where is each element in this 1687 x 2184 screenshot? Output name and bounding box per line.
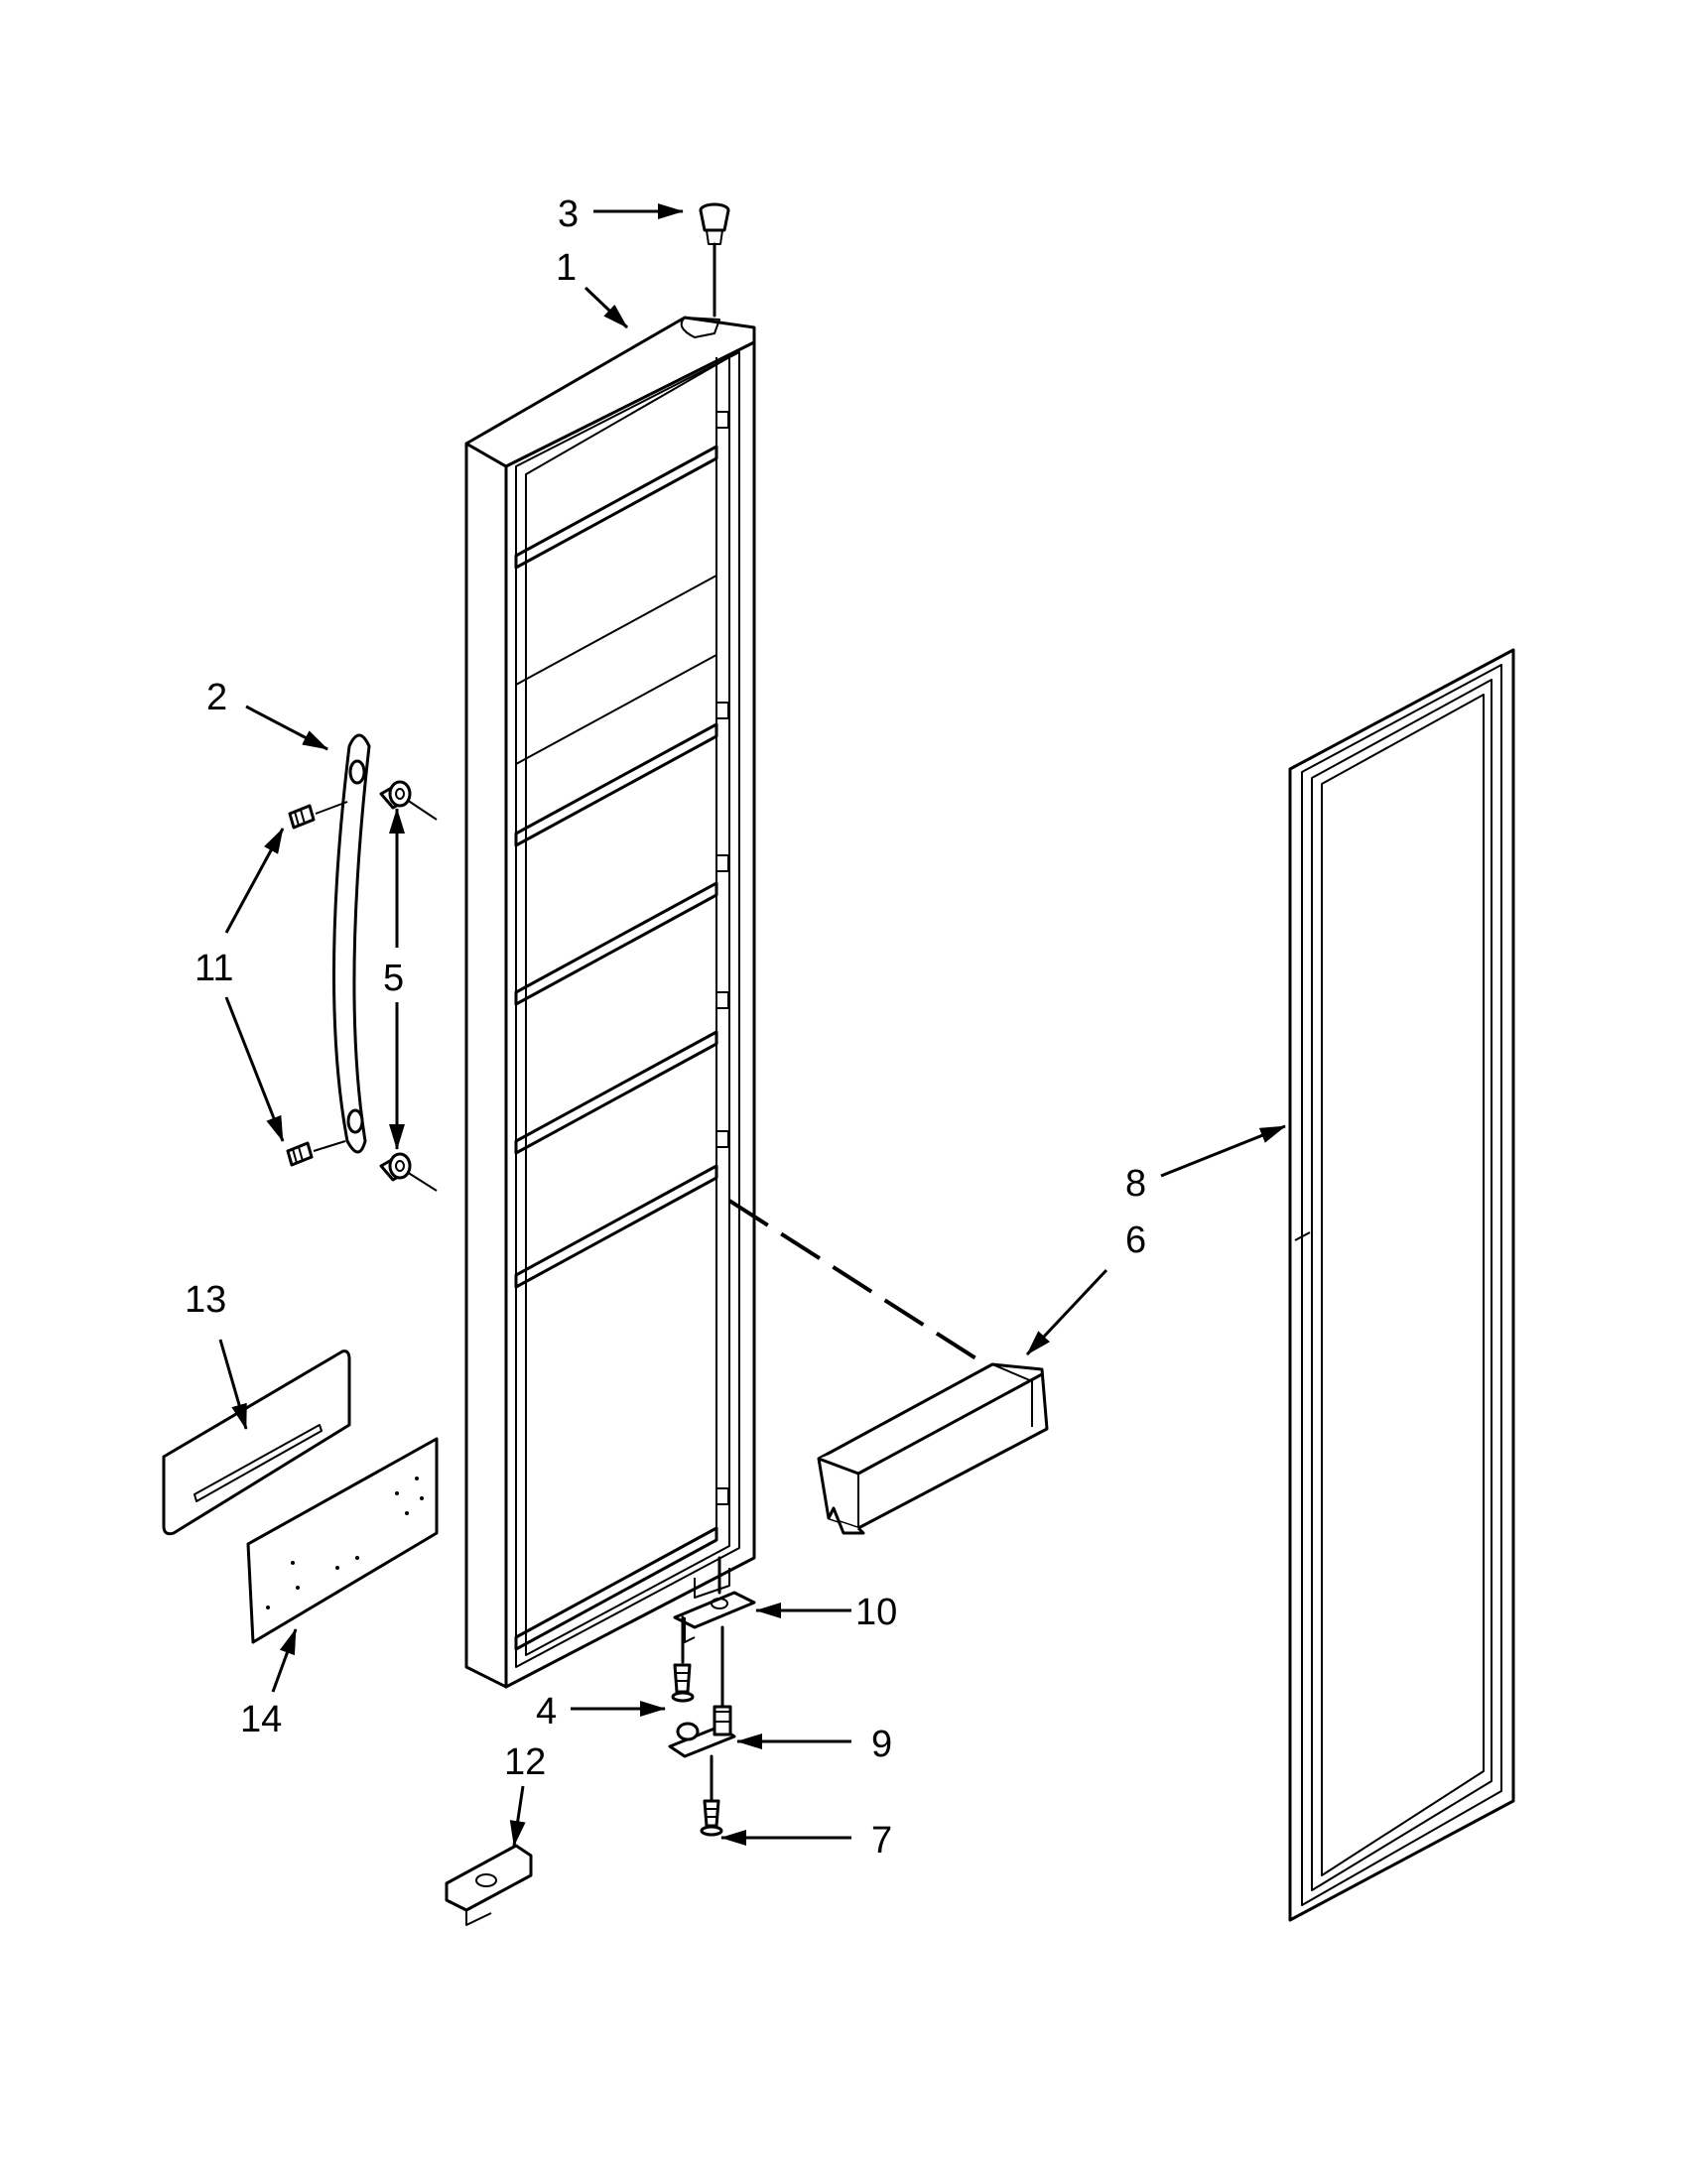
callout-8: 8 — [1125, 1163, 1146, 1205]
hinge-shim — [673, 1556, 756, 1643]
callout-9: 9 — [871, 1724, 892, 1765]
callout-11: 11 — [195, 948, 233, 989]
spacer-top — [379, 780, 438, 821]
callout-10: 10 — [855, 1592, 897, 1633]
set-screw-bottom — [286, 1140, 346, 1167]
hinge-cover — [445, 1844, 533, 1926]
leader-lines — [218, 203, 1286, 1847]
hinge-bracket — [668, 1625, 736, 1758]
door-bin — [817, 1362, 1049, 1535]
hinge-cap — [699, 202, 730, 318]
callout-6: 6 — [1125, 1220, 1146, 1261]
callout-7: 7 — [871, 1820, 892, 1862]
callout-4: 4 — [536, 1691, 557, 1733]
handle — [331, 733, 371, 1154]
hinge-bolt — [700, 1754, 723, 1837]
bin-clips — [715, 411, 729, 1505]
hinge-screw — [671, 1615, 695, 1703]
door-panel — [464, 316, 756, 1689]
cover-plate — [162, 1349, 351, 1536]
callouts: 3 1 2 11 5 8 6 13 10 14 4 9 12 7 — [185, 193, 1146, 1862]
callout-14: 14 — [240, 1699, 282, 1740]
callout-5: 5 — [383, 958, 404, 999]
door-gasket — [1288, 648, 1515, 1922]
callout-13: 13 — [185, 1279, 226, 1321]
bin-leader-dashed — [727, 1199, 979, 1361]
callout-12: 12 — [504, 1741, 546, 1783]
door-rails — [514, 445, 718, 1651]
callout-2: 2 — [206, 677, 227, 718]
callout-3: 3 — [558, 193, 579, 235]
control-board — [246, 1437, 439, 1644]
callout-1: 1 — [556, 247, 577, 289]
set-screw-top — [288, 801, 348, 830]
spacer-bottom — [379, 1152, 438, 1192]
